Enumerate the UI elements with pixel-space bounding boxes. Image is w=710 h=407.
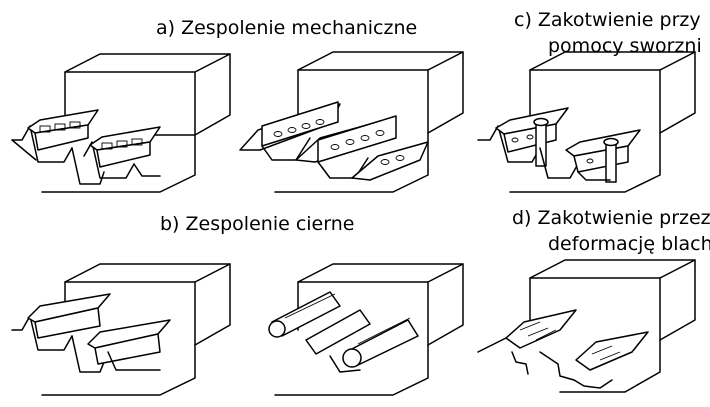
panel-a-mechanical-plates [11, 53, 231, 193]
panel-b-friction-corrugated [268, 263, 464, 396]
label-c-line1: c) Zakotwienie przy [514, 9, 701, 31]
panel-d-deformed-sheet [477, 259, 696, 393]
label-b: b) Zespolenie cierne [160, 213, 354, 235]
label-a: a) Zespolenie mechaniczne [156, 17, 417, 39]
label-c-line2: pomocy sworzni [548, 35, 702, 57]
label-d-line1: d) Zakotwienie przez [512, 207, 710, 229]
panel-a-mechanical-strips [239, 51, 464, 193]
panel-b-friction-trapezoidal [11, 263, 231, 396]
panel-c-studs [477, 51, 696, 193]
label-d-line2: deformację blach [548, 233, 710, 255]
